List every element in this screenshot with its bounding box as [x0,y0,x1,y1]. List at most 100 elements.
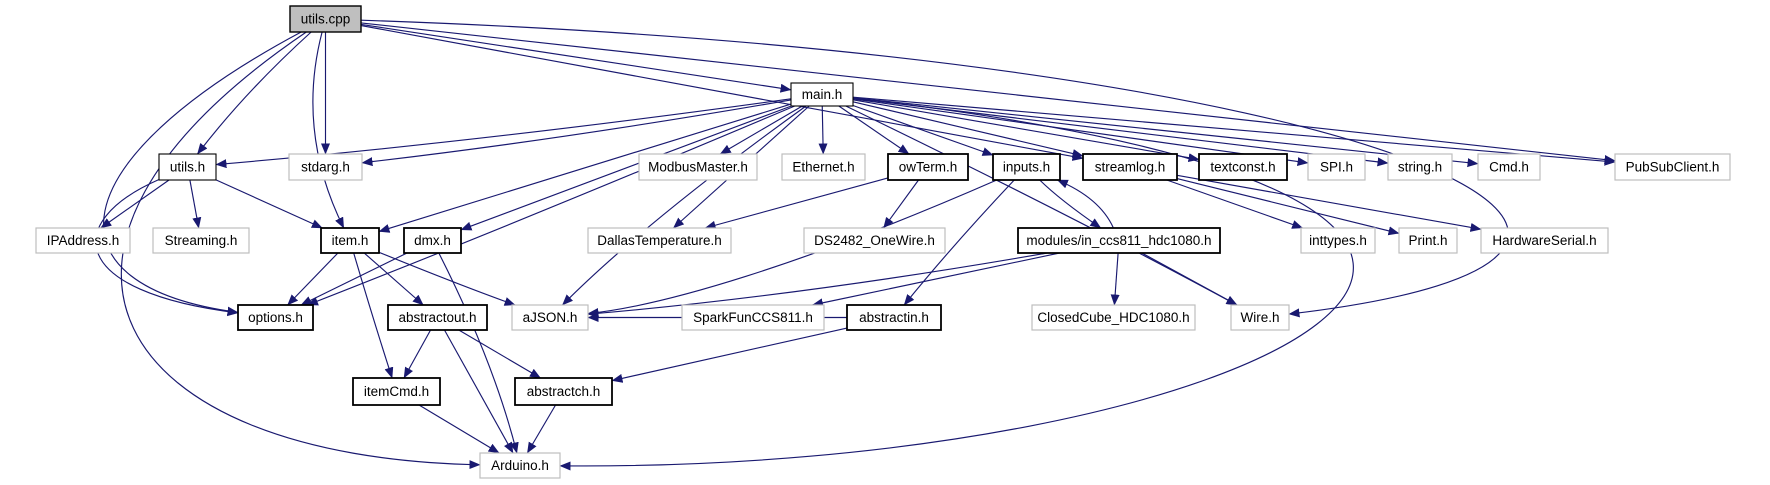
edge-item-h-to-options-h [287,252,339,306]
edge-main-h-to-stdarg-h [361,99,792,167]
edge-main-h-to-owterm-h [838,105,910,155]
edge-main-h-to-ajson-h [562,105,807,306]
node-abstractout-h[interactable]: abstractout.h [387,304,488,331]
node-abstractch-h[interactable]: abstractch.h [514,377,613,406]
edges [95,19,1616,471]
edge-inputs-h-to-in-ccs811-hdc1080-h [1039,179,1102,229]
node-label-main-h: main.h [802,87,843,102]
edge-main-h-to-modbusmaster-h [719,105,803,155]
node-label-dallastemperature-h: DallasTemperature.h [597,233,722,248]
edge-utils-h-to-ipaddress-h [100,179,170,229]
node-label-spi-h: SPI.h [1320,160,1353,175]
node-label-string-h: string.h [1398,160,1442,175]
node-label-inputs-h: inputs.h [1003,160,1050,175]
edge-abstractout-h-to-arduino-h [443,329,514,454]
edge-utils-h-to-item-h [215,179,323,229]
edge-main-h-to-wire-h [845,105,1238,306]
node-options-h[interactable]: options.h [237,304,314,331]
edge-in-ccs811-hdc1080-h-to-wire-h [1141,252,1238,306]
edge-owterm-h-to-ds2482-onewire-h [883,179,920,229]
node-itemcmd-h[interactable]: itemCmd.h [352,377,441,406]
node-owterm-h[interactable]: owTerm.h [887,153,969,181]
edge-in-ccs811-hdc1080-h-to-ajson-h [587,252,1048,318]
node-item-h[interactable]: item.h [320,227,380,254]
node-ipaddress-h: IPAddress.h [35,227,131,254]
node-ds2482-onewire-h: DS2482_OneWire.h [803,227,946,254]
edge-abstractout-h-to-itemcmd-h [403,329,432,379]
node-label-pubsubclient-h: PubSubClient.h [1626,160,1720,175]
node-dallastemperature-h: DallasTemperature.h [587,227,732,254]
edge-main-h-to-streamlog-h [852,101,1084,158]
node-abstractin-h[interactable]: abstractin.h [846,304,942,331]
edge-main-h-to-textconst-h [852,99,1200,163]
edge-utils-cpp-to-options-h [103,31,302,316]
node-utils-cpp: utils.cpp [289,5,362,33]
node-label-owterm-h: owTerm.h [899,160,958,175]
node-streamlog-h[interactable]: streamlog.h [1082,153,1178,181]
node-label-wire-h: Wire.h [1240,310,1279,325]
node-utils-h[interactable]: utils.h [158,153,217,181]
node-sparkfunccs811-h: SparkFunCCS811.h [681,304,825,331]
edge-abstractch-h-to-arduino-h [526,404,557,454]
edge-item-h-to-abstractout-h [363,252,424,306]
node-label-stdarg-h: stdarg.h [301,160,350,175]
node-stdarg-h: stdarg.h [288,153,363,181]
edge-main-h-to-ethernet-h [818,105,828,155]
node-label-options-h: options.h [248,310,303,325]
node-label-ds2482-onewire-h: DS2482_OneWire.h [814,233,935,248]
node-in-ccs811-hdc1080-h[interactable]: modules/in_ccs811_hdc1080.h [1017,227,1221,254]
edge-item-h-to-ajson-h [378,251,516,306]
edge-utils-cpp-to-utils-h [197,31,312,155]
edge-main-h-to-cmd-h [852,97,1479,168]
edge-itemcmd-h-to-arduino-h [418,404,500,454]
edge-main-h-to-options-h [307,105,795,306]
edge-owterm-h-to-dallastemperature-h [704,177,889,230]
node-label-modbusmaster-h: ModbusMaster.h [648,160,748,175]
edge-streamlog-h-to-hardwareserial-h [1176,174,1482,232]
edge-streamlog-h-to-inttypes-h [1166,179,1304,229]
node-label-closedcube-hdc1080-h: ClosedCube_HDC1080.h [1037,310,1189,325]
node-label-arduino-h: Arduino.h [491,458,549,473]
node-label-sparkfunccs811-h: SparkFunCCS811.h [693,310,813,325]
node-modbusmaster-h: ModbusMaster.h [638,153,758,181]
node-closedcube-hdc1080-h: ClosedCube_HDC1080.h [1031,304,1196,331]
node-pubsubclient-h: PubSubClient.h [1614,153,1731,181]
node-label-abstractch-h: abstractch.h [527,384,601,399]
edge-item-h-to-itemcmd-h [353,252,394,379]
node-inputs-h[interactable]: inputs.h [992,153,1061,181]
node-hardwareserial-h: HardwareSerial.h [1480,227,1609,254]
edge-main-h-to-spi-h [852,98,1309,166]
edge-main-h-to-dmx-h [460,105,792,231]
node-ajson-h: aJSON.h [511,304,589,331]
node-wire-h: Wire.h [1230,304,1290,331]
node-dmx-h[interactable]: dmx.h [403,227,462,254]
edge-main-h-to-inputs-h [852,104,994,156]
edge-utils-cpp-to-item-h [312,31,345,229]
edge-utils-cpp-to-streamlog-h [360,24,1084,161]
node-label-dmx-h: dmx.h [414,233,451,248]
node-label-streamlog-h: streamlog.h [1095,160,1166,175]
edge-utils-cpp-to-arduino-h [120,31,481,470]
node-print-h: Print.h [1398,227,1458,254]
edge-utils-cpp-to-pubsubclient-h [360,22,1616,165]
node-label-hardwareserial-h: HardwareSerial.h [1492,233,1596,248]
edge-dmx-h-to-arduino-h [438,252,519,454]
node-label-print-h: Print.h [1408,233,1447,248]
node-textconst-h[interactable]: textconst.h [1198,153,1288,181]
node-cmd-h: Cmd.h [1477,153,1541,181]
node-streaming-h: Streaming.h [152,227,250,254]
node-label-ethernet-h: Ethernet.h [792,160,854,175]
node-label-itemcmd-h: itemCmd.h [364,384,429,399]
node-label-ipaddress-h: IPAddress.h [47,233,120,248]
node-main-h[interactable]: main.h [790,82,854,107]
edge-streamlog-h-to-print-h [1176,178,1400,236]
edge-utils-cpp-to-main-h [360,23,792,93]
node-label-abstractout-h: abstractout.h [398,310,476,325]
edge-abstractout-h-to-abstractch-h [458,329,541,379]
node-label-abstractin-h: abstractin.h [859,310,929,325]
edge-inputs-h-to-ajson-h [587,179,997,317]
nodes: utils.cpp main.h utils.h stdarg.h ModbusMast… [35,5,1731,479]
edge-utils-h-to-streaming-h [189,179,202,229]
